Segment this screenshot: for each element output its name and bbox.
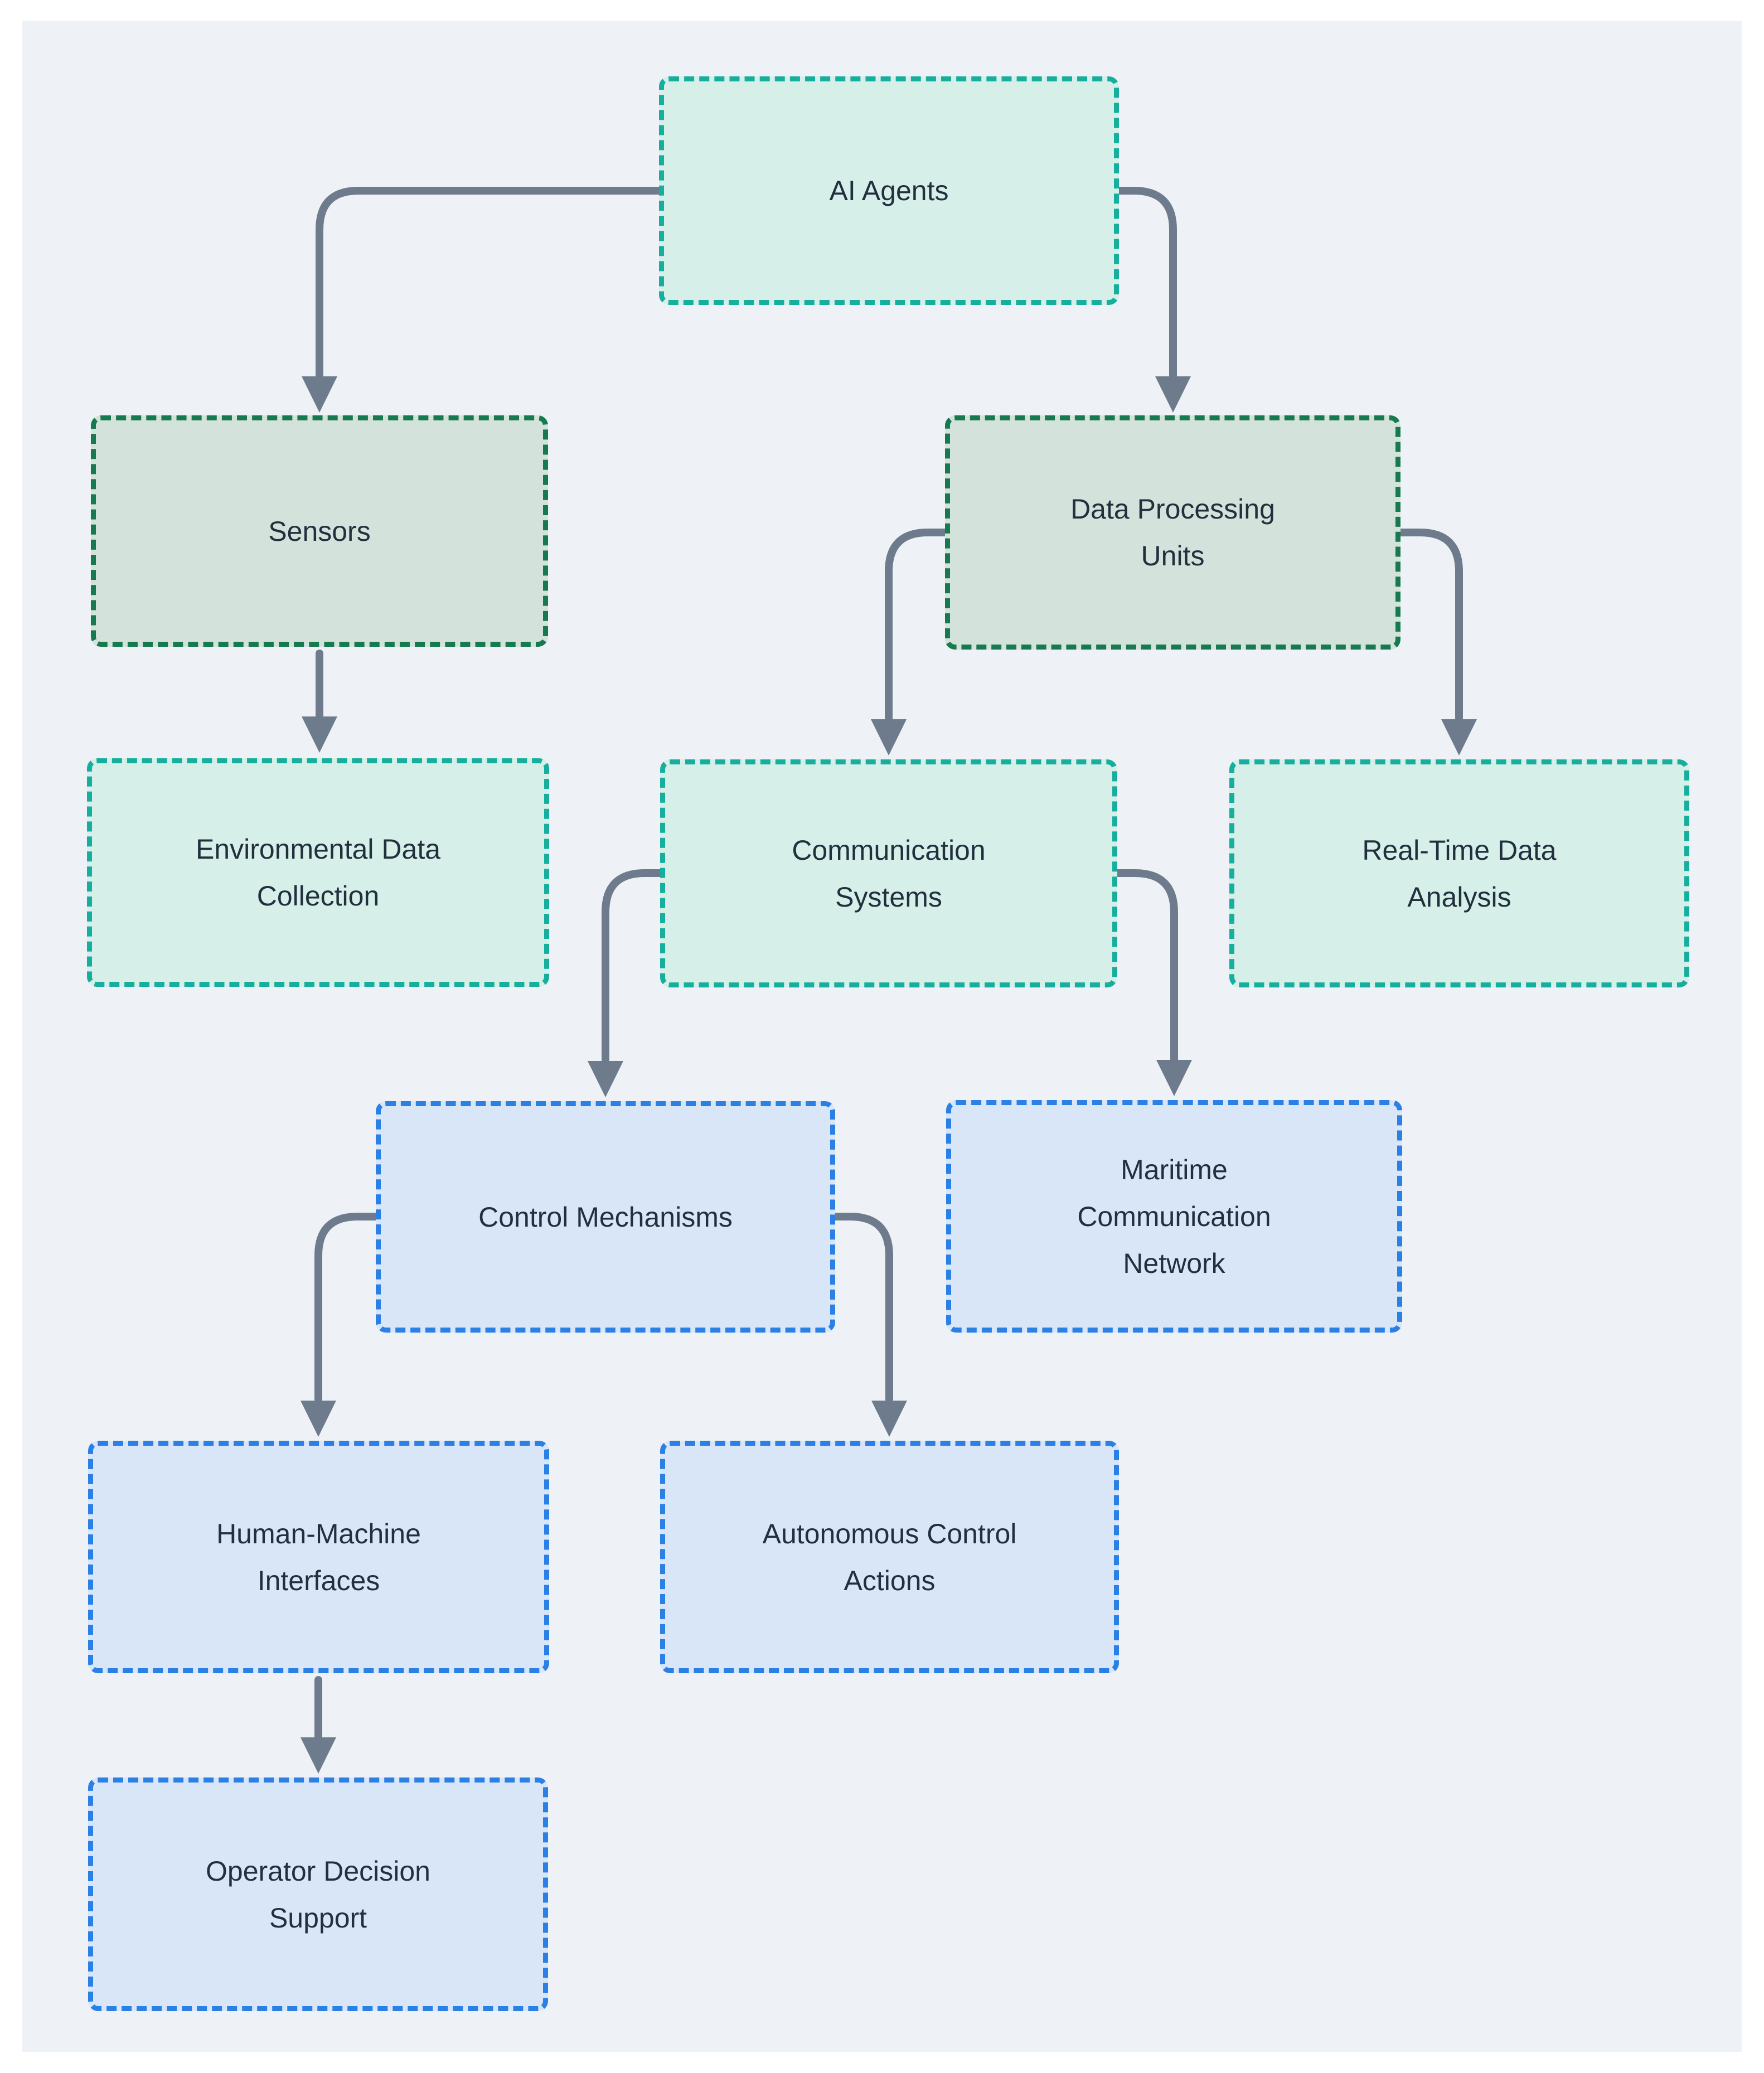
node-label: Operator Decision bbox=[206, 1855, 430, 1887]
node-label: Maritime bbox=[1121, 1154, 1228, 1185]
edge-control-aca bbox=[831, 1213, 893, 1403]
node-label: Analysis bbox=[1407, 881, 1511, 913]
arrowhead-env bbox=[302, 716, 337, 753]
node-label: Collection bbox=[256, 880, 380, 912]
node-sensors: Sensors bbox=[91, 415, 548, 647]
node-label: Communication bbox=[1077, 1200, 1271, 1232]
node-label: AI Agents bbox=[829, 175, 949, 206]
node-human-machine-interfaces: Human-Machine Interfaces bbox=[88, 1441, 549, 1673]
node-control-mechanisms: Control Mechanisms bbox=[376, 1101, 835, 1333]
arrowhead-sensors bbox=[302, 376, 337, 413]
edge-ai-agents-sensors bbox=[316, 187, 663, 379]
node-communication-systems: Communication Systems bbox=[660, 759, 1117, 987]
node-real-time-data-analysis: Real-Time Data Analysis bbox=[1229, 759, 1689, 987]
node-label: Interfaces bbox=[257, 1565, 380, 1596]
diagram-canvas bbox=[22, 21, 1742, 2052]
node-label: Communication bbox=[792, 834, 986, 866]
arrowhead-maritime bbox=[1156, 1060, 1192, 1096]
edge-ai-agents-dpu bbox=[1115, 187, 1177, 379]
node-label: Network bbox=[1123, 1247, 1225, 1279]
node-label: Real-Time Data bbox=[1362, 834, 1557, 866]
node-label: Data Processing bbox=[1070, 493, 1275, 525]
node-label: Human-Machine bbox=[216, 1518, 421, 1549]
node-maritime-communication-network: Maritime Communication Network bbox=[946, 1100, 1402, 1333]
arrowhead-control bbox=[588, 1061, 623, 1097]
arrowhead-ods bbox=[301, 1737, 336, 1774]
node-label: Support bbox=[269, 1902, 367, 1934]
node-label: Actions bbox=[844, 1565, 936, 1596]
node-label: Control Mechanisms bbox=[478, 1201, 733, 1233]
edge-comm-maritime bbox=[1113, 869, 1178, 1063]
node-ai-agents: AI Agents bbox=[659, 76, 1119, 305]
node-label: Systems bbox=[835, 881, 942, 913]
edge-comm-control bbox=[602, 869, 664, 1064]
node-autonomous-control-actions: Autonomous Control Actions bbox=[660, 1441, 1119, 1673]
arrowhead-comm bbox=[871, 719, 907, 755]
node-label: Sensors bbox=[268, 515, 371, 547]
arrowhead-dpu bbox=[1155, 376, 1191, 413]
arrowhead-rtda bbox=[1441, 719, 1477, 755]
node-environmental-data-collection: Environmental Data Collection bbox=[87, 758, 549, 987]
edge-dpu-rtda bbox=[1397, 529, 1463, 722]
arrowhead-aca bbox=[871, 1401, 907, 1437]
arrowhead-hmi bbox=[301, 1401, 336, 1437]
node-data-processing-units: Data Processing Units bbox=[945, 415, 1400, 650]
node-label: Units bbox=[1141, 540, 1205, 571]
edge-dpu-comm bbox=[885, 529, 949, 722]
node-label: Autonomous Control bbox=[762, 1518, 1017, 1549]
node-label: Environmental Data bbox=[195, 834, 441, 865]
edge-control-hmi bbox=[314, 1213, 380, 1403]
node-operator-decision-support: Operator Decision Support bbox=[88, 1777, 548, 2011]
